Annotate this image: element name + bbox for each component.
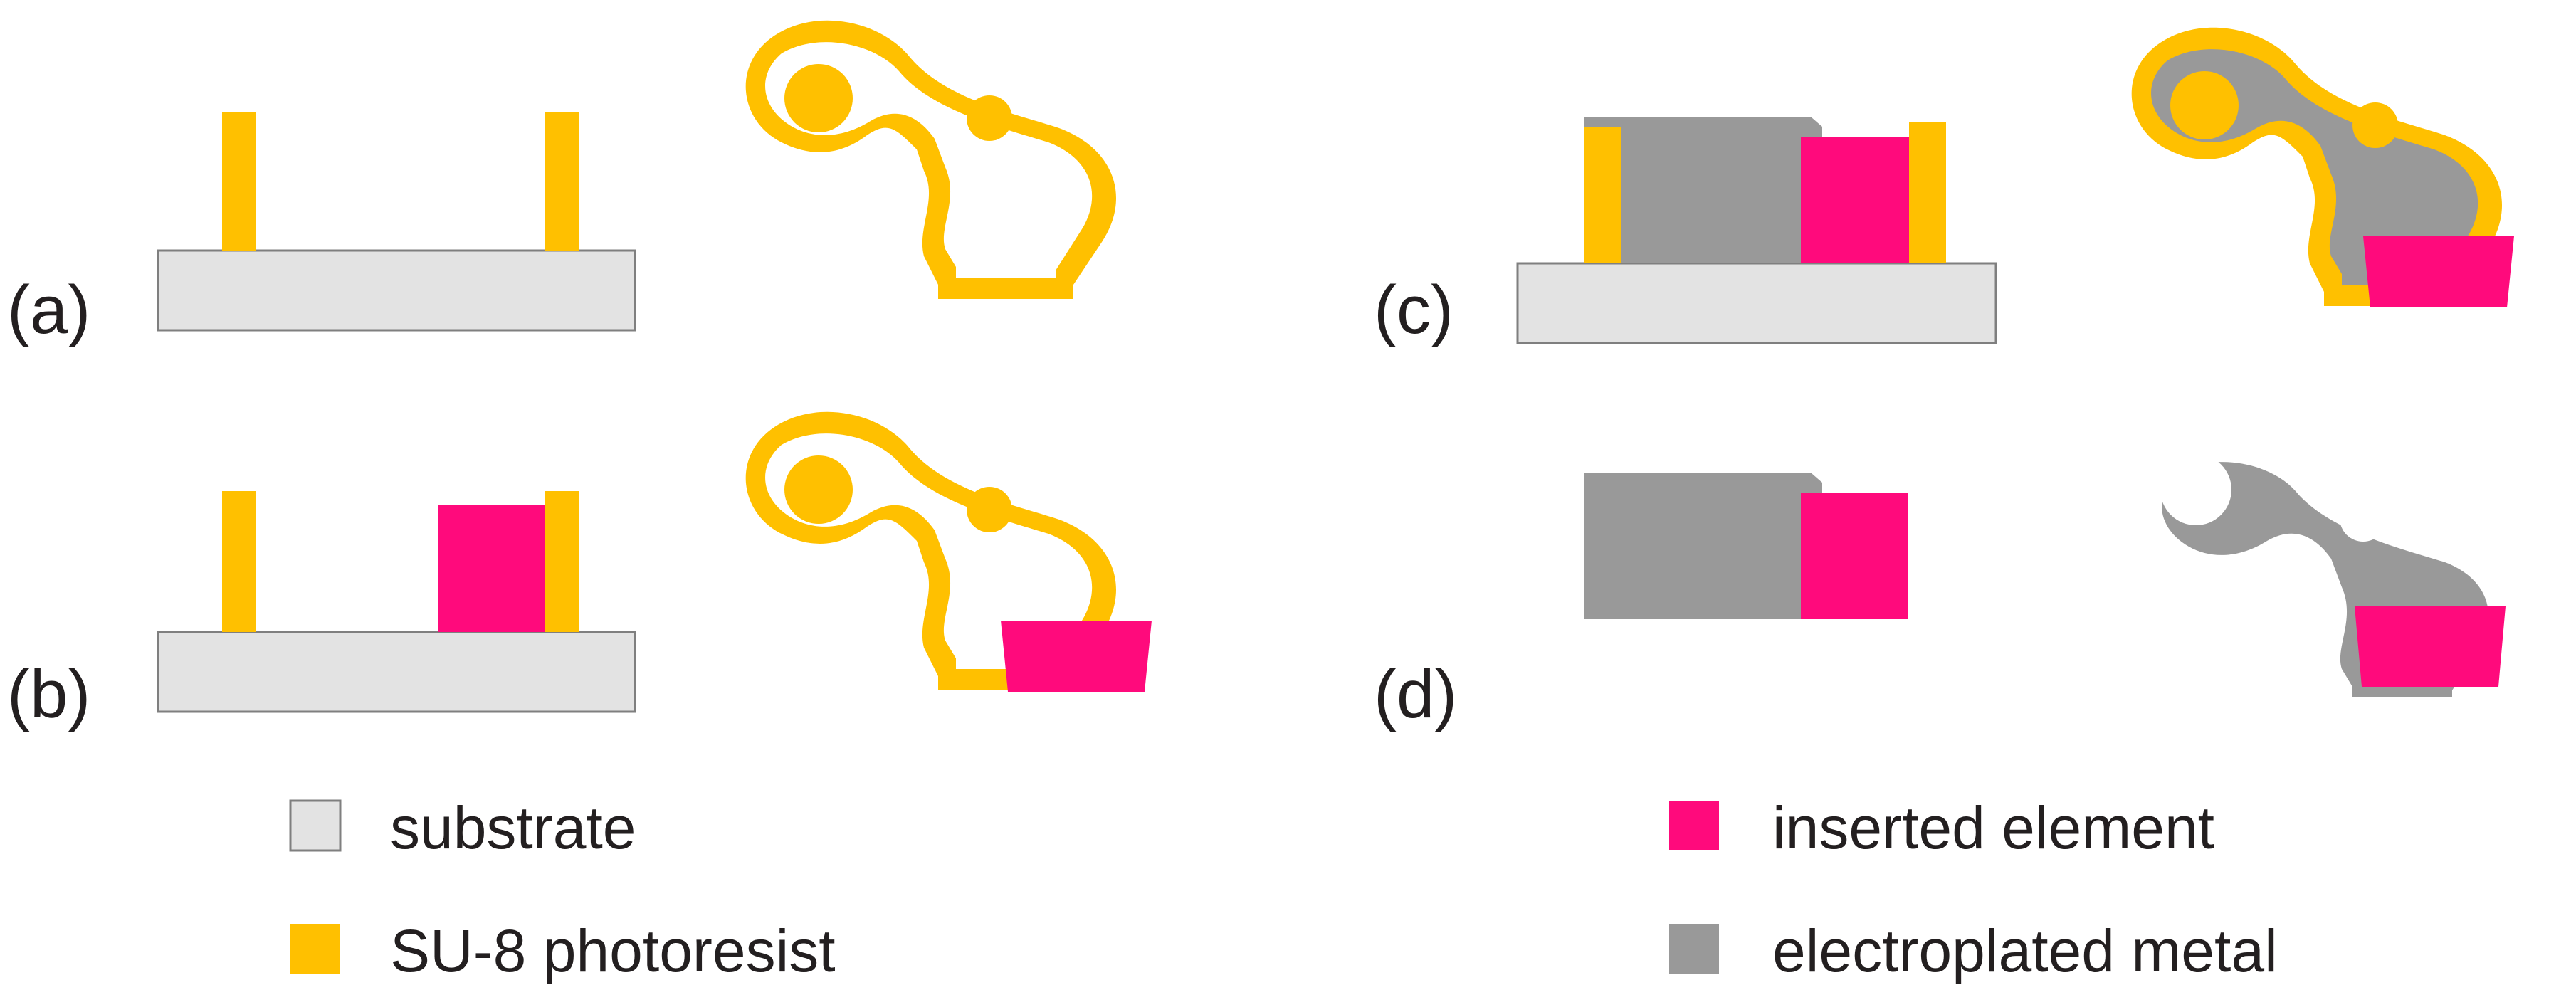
legend-label-inserted-element: inserted element [1772, 794, 2214, 861]
panel-c: (c) [1374, 27, 2514, 348]
legend-item-electroplated-metal: electroplated metal [1669, 917, 2278, 984]
mold-pin-large [2170, 71, 2239, 139]
mold-pin-small [967, 95, 1012, 141]
panel-c-label: (c) [1374, 272, 1453, 348]
panel-d-top-view [2160, 454, 2506, 697]
electroplated-metal-block [1584, 473, 1822, 619]
panel-d: (d) [1374, 454, 2506, 732]
legend-swatch-substrate [289, 799, 342, 852]
photoresist-wall-right [545, 491, 579, 632]
legend-item-photoresist: SU-8 photoresist [290, 917, 836, 984]
substrate-block [157, 631, 636, 713]
legend-swatch-electroplated-metal [1669, 924, 1719, 974]
panel-a-cross-section [157, 112, 636, 332]
panel-a: (a) [7, 20, 1116, 348]
part-hole-small [2340, 495, 2387, 542]
panel-c-cross-section [1516, 117, 1997, 344]
panel-b: (b) [7, 411, 1152, 732]
legend-label-substrate: substrate [390, 794, 636, 861]
legend: substrate SU-8 photoresist inserted elem… [289, 794, 2278, 984]
inserted-element-top [2363, 236, 2514, 307]
part-hole-large [2160, 454, 2231, 525]
inserted-element-block [438, 505, 545, 632]
inserted-element-top [2355, 606, 2506, 687]
inserted-element-block [1801, 492, 1908, 619]
panel-b-top-view [745, 411, 1152, 692]
photoresist-wall-left [222, 112, 256, 251]
mold-pin-small [2352, 102, 2398, 148]
inserted-element-top [1001, 621, 1152, 692]
panel-b-label: (b) [7, 656, 90, 732]
panel-a-top-view [745, 20, 1116, 299]
panel-a-label: (a) [7, 272, 90, 348]
legend-item-inserted-element: inserted element [1669, 794, 2214, 861]
legend-swatch-inserted-element [1669, 801, 1719, 850]
photoresist-wall-right [1909, 122, 1946, 263]
photoresist-wall-left [1584, 127, 1621, 263]
mold-pin-small [967, 487, 1012, 532]
legend-label-photoresist: SU-8 photoresist [390, 917, 836, 984]
panel-c-top-view [2131, 27, 2514, 307]
substrate-block [1516, 262, 1997, 344]
photoresist-wall-left [222, 491, 256, 632]
substrate-block [157, 249, 636, 332]
legend-swatch-photoresist [290, 924, 340, 974]
panel-d-label: (d) [1374, 656, 1457, 732]
panel-b-cross-section [157, 491, 636, 713]
photoresist-wall-right [545, 112, 579, 251]
legend-item-substrate: substrate [289, 794, 636, 861]
legend-label-electroplated-metal: electroplated metal [1772, 917, 2278, 984]
electroplated-metal-block [1584, 117, 1822, 263]
inserted-element-block [1801, 137, 1909, 263]
mold-pin-large [784, 64, 853, 132]
panel-d-cross-section [1584, 473, 1908, 619]
mold-pin-large [784, 455, 853, 524]
